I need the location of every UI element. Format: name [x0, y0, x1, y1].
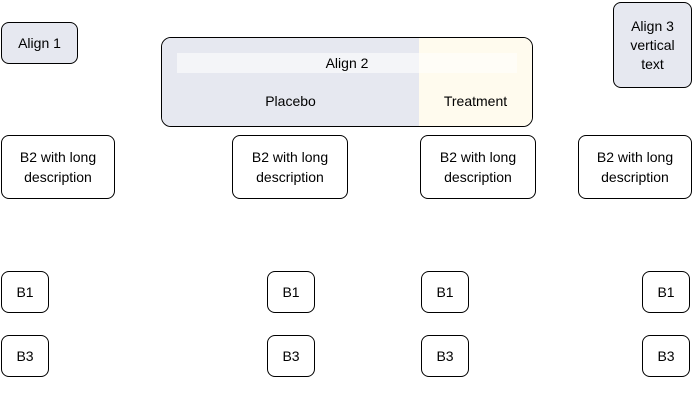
b1-label: B1 [657, 284, 675, 300]
b1-box: B1 [1, 271, 49, 313]
b2-label: B2 with long description [251, 149, 329, 185]
treatment-label: Treatment [443, 93, 508, 109]
b2-box: B2 with long description [1, 135, 115, 199]
align2-title-strip: Align 2 [177, 53, 517, 73]
align3-label: Align 3 vertical text [630, 17, 675, 72]
b3-label: B3 [16, 348, 34, 364]
b3-box: B3 [642, 335, 690, 377]
b1-label: B1 [16, 284, 34, 300]
b3-box: B3 [1, 335, 49, 377]
align2-group-box: Align 2 Placebo Treatment [161, 37, 533, 127]
align1-label: Align 1 [18, 35, 61, 51]
b2-box: B2 with long description [420, 135, 536, 199]
b1-label: B1 [436, 284, 454, 300]
placebo-panel [162, 38, 419, 126]
align2-label: Align 2 [325, 55, 369, 71]
b3-box: B3 [421, 335, 469, 377]
b1-box: B1 [642, 271, 690, 313]
b1-label: B1 [282, 284, 300, 300]
b1-box: B1 [421, 271, 469, 313]
b3-label: B3 [657, 348, 675, 364]
b2-box: B2 with long description [232, 135, 348, 199]
b2-box: B2 with long description [578, 135, 692, 199]
b3-box: B3 [267, 335, 315, 377]
treatment-panel [419, 38, 532, 126]
align1-box: Align 1 [1, 22, 78, 64]
b2-label: B2 with long description [19, 149, 97, 185]
placebo-label: Placebo [265, 93, 316, 109]
b1-box: B1 [267, 271, 315, 313]
b3-label: B3 [282, 348, 300, 364]
b2-label: B2 with long description [596, 149, 674, 185]
b2-label: B2 with long description [439, 149, 517, 185]
align3-box: Align 3 vertical text [613, 2, 692, 88]
b3-label: B3 [436, 348, 454, 364]
